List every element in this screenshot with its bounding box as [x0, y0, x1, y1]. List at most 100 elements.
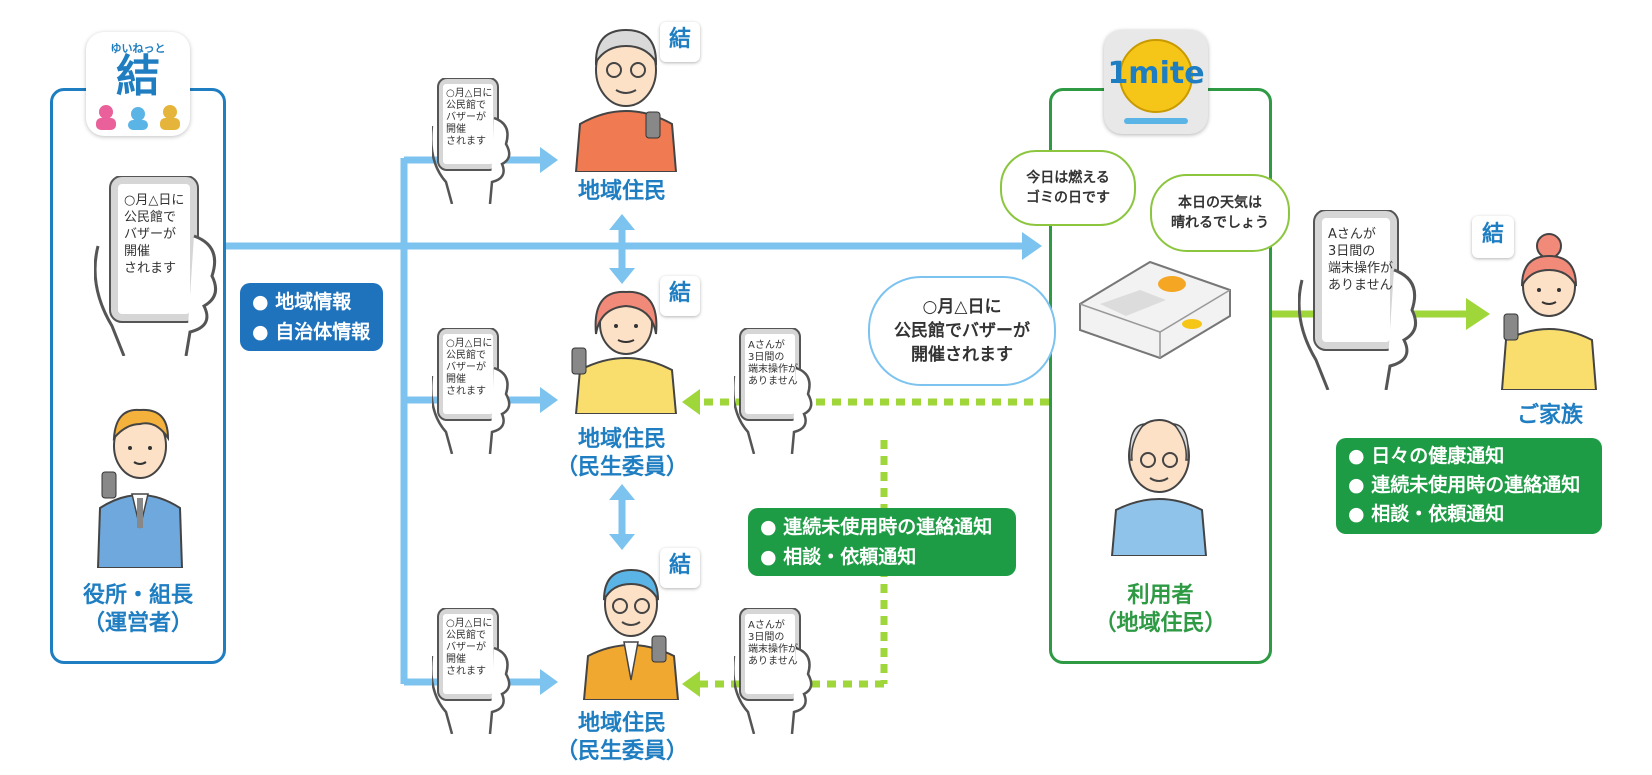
phone-line: 開催 [446, 654, 466, 665]
welfare-tag-item: 相談・依頼通知 [760, 542, 1004, 572]
bazaar-bubble: ○月△日に 公民館でバザーが 開催されます [868, 276, 1056, 386]
resident-3-illustration [576, 560, 686, 700]
bazaar-bubble-line: 開催されます [911, 345, 1013, 365]
phone-line: されます [446, 386, 486, 397]
phone-line: されます [446, 666, 486, 677]
mite-device-logo: 1mite [1104, 30, 1208, 134]
yuinet-badge-kanji: 結 [668, 280, 691, 306]
phone-line: ありません [748, 376, 798, 387]
welfare-tag-item: 連続未使用時の連絡通知 [760, 512, 1004, 542]
bazaar-bubble-line: ○月△日に [922, 297, 1002, 317]
branch-bottom-arrowhead [540, 669, 558, 695]
resident-1-illustration [566, 16, 686, 172]
user-person-illustration [1104, 406, 1214, 556]
user-label: 利用者 [1127, 583, 1194, 608]
bazaar-bubble-line: 公民館でバザーが [894, 321, 1030, 341]
yuinet-badge-kanji: 結 [668, 552, 691, 578]
welfare-notification-tag: 連続未使用時の連絡通知 相談・依頼通知 [748, 508, 1016, 576]
operator-person-illustration [90, 398, 190, 568]
mite-logo-text: 1mite [1107, 56, 1205, 91]
hand-holding-phone-icon [432, 78, 511, 204]
yuinet-badge-icon: 結 [660, 276, 700, 316]
user-label-sub: （地域住民） [1094, 611, 1227, 636]
operator-phone-line: バザーが [124, 227, 177, 242]
family-phone-line: 端末操作が [1328, 261, 1394, 276]
family-tag-item: 相談・依頼通知 [1348, 500, 1590, 529]
phone-line: バザーが [446, 112, 486, 123]
phone-line: 開催 [446, 374, 466, 385]
yuinet-badge-icon: 結 [660, 548, 700, 588]
yuinet-logo-people-icon [96, 105, 180, 130]
hand-holding-phone-icon [432, 328, 511, 454]
main-flow-arrowhead [1022, 232, 1042, 260]
info-tag: 地域情報 自治体情報 [240, 283, 383, 351]
dotted-to-resident-3-head [682, 671, 700, 697]
link-resident-1-2-head-up [609, 214, 635, 230]
resident-2-label-sub: （民生委員） [555, 455, 688, 480]
family-notification-tag: 日々の健康通知 連続未使用時の連絡通知 相談・依頼通知 [1336, 438, 1602, 534]
hand-holding-phone-icon [1298, 210, 1418, 390]
phone-line: 端末操作が [748, 644, 798, 655]
yuinet-badge-icon: 結 [660, 22, 700, 62]
family-phone-line: ありません [1328, 278, 1393, 293]
smart-speaker-device [1070, 254, 1240, 364]
operator-phone-line: 開催 [124, 244, 151, 259]
phone-line: 3日間の [748, 632, 785, 643]
phone-line: Aさんが [748, 620, 785, 631]
link-resident-2-3-head-down [609, 534, 635, 550]
phone-line: バザーが [446, 362, 486, 373]
family-tag-item: 日々の健康通知 [1348, 442, 1590, 471]
phone-line: 公民館で [446, 100, 486, 111]
phone-line: バザーが [446, 642, 486, 653]
operator-box [50, 88, 226, 664]
yuinet-badge-icon: 結 [1472, 216, 1514, 258]
phone-line: 公民館で [446, 350, 486, 361]
family-phone: Aさんが 3日間の 端末操作が ありません [1298, 210, 1418, 390]
family-phone-line: 3日間の [1328, 244, 1376, 259]
info-tag-item: 自治体情報 [252, 317, 371, 347]
yuinet-logo-kanji: 結 [116, 51, 160, 102]
resident-phone-1: ○月△日に 公民館で バザーが 開催 されます [432, 78, 518, 204]
phone-line: 3日間の [748, 352, 785, 363]
weather-bubble: 本日の天気は 晴れるでしょう [1150, 174, 1290, 252]
garbage-bubble-line: ゴミの日です [1026, 190, 1110, 206]
resident-3-label: 地域住民 [577, 711, 666, 736]
resident-phone-3: ○月△日に 公民館で バザーが 開催 されます [432, 608, 518, 734]
mite-logo-icon [1119, 39, 1193, 124]
phone-line: ○月△日に [446, 338, 493, 349]
yuinet-logo-ruby: ゆいねっと [110, 42, 166, 55]
flow-to-family-head [1466, 298, 1490, 330]
alert-phone-2: Aさんが 3日間の 端末操作が ありません [734, 608, 820, 734]
phone-line: 公民館で [446, 630, 486, 641]
phone-line: ○月△日に [446, 618, 493, 629]
resident-2-illustration [566, 284, 686, 414]
hand-holding-phone-icon [94, 176, 218, 356]
link-resident-1-2-head-down [609, 268, 635, 284]
hand-holding-phone-icon [734, 328, 813, 454]
weather-bubble-line: 本日の天気は [1178, 195, 1262, 211]
dotted-to-resident-2-head [682, 389, 700, 415]
resident-2-label: 地域住民 [577, 427, 666, 452]
hand-holding-phone-icon [432, 608, 511, 734]
yuinet-logo: ゆいねっと 結 [86, 32, 190, 136]
resident-3-label-sub: （民生委員） [555, 739, 688, 764]
family-tag-item: 連続未使用時の連絡通知 [1348, 471, 1590, 500]
family-label: ご家族 [1516, 403, 1583, 428]
family-phone-line: Aさんが [1328, 227, 1376, 242]
operator-phone: ○月△日に 公民館で バザーが 開催 されます [94, 176, 218, 356]
resident-phone-2: ○月△日に 公民館で バザーが 開催 されます [432, 328, 518, 454]
link-resident-2-3-head-up [609, 484, 635, 500]
operator-phone-line: されます [124, 261, 177, 276]
hand-holding-phone-icon [734, 608, 813, 734]
resident-1-label: 地域住民 [577, 179, 666, 204]
garbage-bubble: 今日は燃える ゴミの日です [1000, 150, 1136, 226]
weather-bubble-line: 晴れるでしょう [1171, 215, 1269, 231]
phone-line: ○月△日に [446, 88, 493, 99]
operator-phone-line: 公民館で [124, 210, 177, 225]
branch-top-arrowhead [540, 147, 558, 173]
yuinet-badge-kanji: 結 [668, 26, 691, 52]
phone-line: 開催 [446, 124, 466, 135]
family-person-illustration [1494, 230, 1604, 390]
operator-label: 役所・組長 [82, 583, 193, 608]
yuinet-badge-kanji: 結 [1481, 221, 1504, 247]
